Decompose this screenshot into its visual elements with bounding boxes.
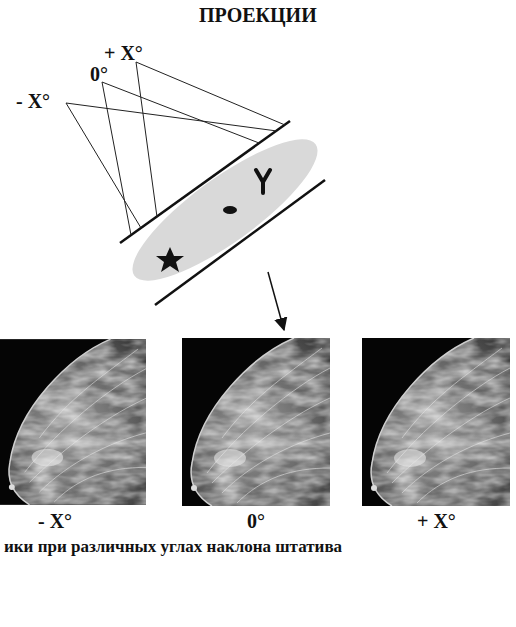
- angle-label: + X°: [417, 510, 456, 532]
- down-arrow: [268, 272, 284, 330]
- mammogram-image: [362, 338, 510, 506]
- angle-label: - X°: [38, 510, 72, 532]
- breast-ellipse: [116, 118, 335, 301]
- title: ПРОЕКЦИИ: [199, 4, 317, 26]
- angle-label: - X°: [16, 90, 50, 112]
- star-object: [156, 247, 184, 272]
- y-object: [256, 170, 270, 193]
- caption: ики при различных углах наклона штатива: [4, 538, 342, 557]
- angle-label: + X°: [104, 42, 143, 64]
- mammogram-image: [182, 338, 330, 506]
- angle-label: 0°: [90, 63, 108, 85]
- xray-beams: [66, 62, 285, 235]
- angle-label: 0°: [247, 510, 265, 532]
- oval-object: [223, 206, 237, 214]
- mammogram-image: [0, 339, 146, 505]
